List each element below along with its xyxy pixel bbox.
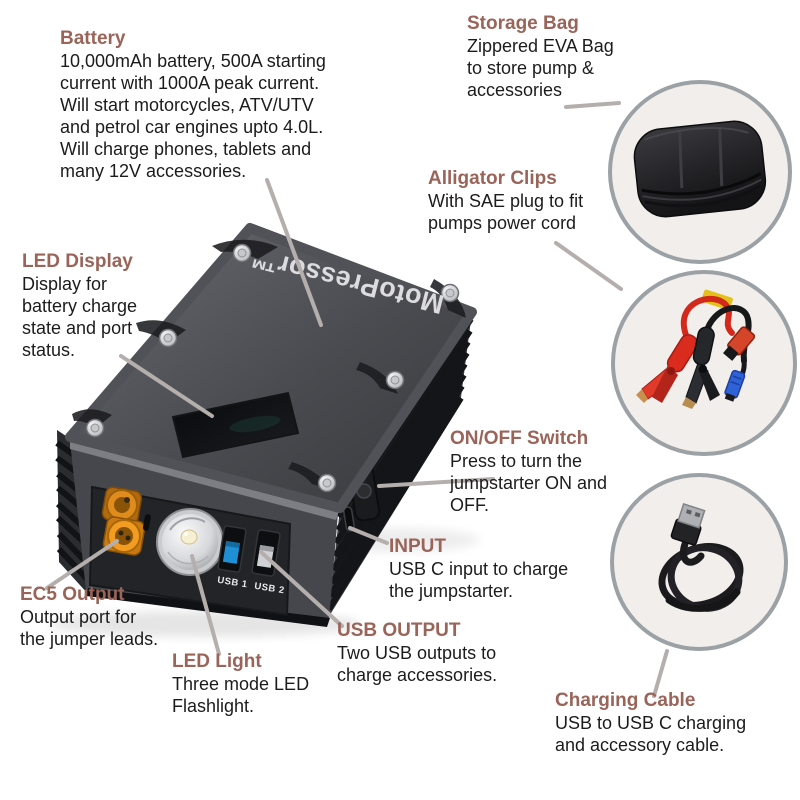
storage-bag-annotation: Storage Bag Zippered EVA Bag to store pu… <box>467 12 614 101</box>
led-display-window <box>171 391 300 459</box>
annotation-line: USB to USB C charging <box>555 713 747 733</box>
led-display-annotation: LED Display Display for battery charge s… <box>22 250 137 361</box>
annotation-title: Battery <box>60 28 126 49</box>
annotation-line: Will start motorcycles, ATV/UTV <box>60 95 314 115</box>
right-side-fins <box>326 312 474 618</box>
alligator-clips-image <box>636 289 756 409</box>
annotation-line: Three mode LED <box>172 674 310 694</box>
alligator-clips-leader-line <box>554 241 623 291</box>
screw-icons <box>85 243 460 493</box>
usb1-label: USB 1 <box>216 575 248 591</box>
annotation-line: battery charge <box>22 296 138 316</box>
annotation-line: the jumper leads. <box>20 629 159 649</box>
alligator-clips-annotation: Alligator Clips With SAE plug to fit pum… <box>428 167 583 234</box>
annotation-line: With SAE plug to fit <box>428 191 584 211</box>
alligator-clips-photo <box>611 270 797 456</box>
annotation-line: USB C input to charge <box>389 559 569 579</box>
annotation-title: ON/OFF Switch <box>450 428 589 449</box>
led-flashlight <box>156 508 224 576</box>
leader-lines <box>45 101 669 698</box>
annotation-line: many 12V accessories. <box>60 161 247 181</box>
annotation-title: Storage Bag <box>467 13 579 34</box>
annotation-title: INPUT <box>389 536 446 557</box>
usb-a-connector <box>670 502 706 546</box>
red-clamp <box>636 334 698 403</box>
charging-cable-photo <box>610 473 788 651</box>
annotation-line: Will charge phones, tablets and <box>60 139 312 159</box>
usb1-port <box>217 525 247 573</box>
annotation-line: Flashlight. <box>172 696 255 716</box>
annotation-line: Zippered EVA Bag <box>467 36 614 56</box>
annotation-title: Charging Cable <box>555 690 696 711</box>
annotation-line: state and port <box>22 318 133 338</box>
annotation-title: LED Light <box>172 651 262 672</box>
storage-bag-leader-line <box>564 101 621 109</box>
eva-case-image <box>633 120 767 218</box>
usb-output-annotation: USB OUTPUT Two USB outputs to charge acc… <box>337 619 497 686</box>
annotation-line: 10,000mAh battery, 500A starting <box>60 51 326 71</box>
annotation-line: status. <box>22 340 76 360</box>
usb2-label: USB 2 <box>253 581 285 597</box>
charging-cable-leader-line <box>652 649 669 698</box>
input-leader-line <box>348 526 389 545</box>
input-annotation: INPUT USB C input to charge the jumpstar… <box>389 535 568 602</box>
annotation-line: Display for <box>22 274 108 294</box>
annotation-line: Press to turn the <box>450 451 583 471</box>
device-top-face <box>65 223 477 513</box>
usb-c-input-port <box>342 506 356 532</box>
battery-annotation: Battery 10,000mAh battery, 500A starting… <box>60 27 326 182</box>
annotation-line: Two USB outputs to <box>337 643 497 663</box>
usb-output-leader-line <box>259 550 344 628</box>
annotation-title: USB OUTPUT <box>337 620 461 641</box>
annotation-line: OFF. <box>450 495 489 515</box>
sae-adapter <box>723 326 756 361</box>
annotation-line: pumps power cord <box>428 213 577 233</box>
annotation-title: EC5 Output <box>20 584 125 605</box>
annotation-line: charge accessories. <box>337 665 498 685</box>
annotation-line: the jumpstarter. <box>389 581 514 601</box>
led-display-leader-line <box>119 354 214 418</box>
battery-leader-line <box>265 178 323 327</box>
annotation-line: jumpstarter ON and <box>450 473 608 493</box>
ec5-output-annotation: EC5 Output Output port for the jumper le… <box>20 583 158 650</box>
ec5-leader-line <box>45 539 119 590</box>
black-clamp <box>682 326 720 409</box>
annotation-line: to store pump & <box>467 58 595 78</box>
usb-cable-image <box>658 502 744 612</box>
annotation-line: Output port for <box>20 607 137 627</box>
storage-bag-photo <box>608 80 792 264</box>
annotation-line: and petrol car engines upto 4.0L. <box>60 117 324 137</box>
annotation-title: LED Display <box>22 251 133 272</box>
annotation-line: current with 1000A peak current. <box>60 73 320 93</box>
on-off-switch-annotation: ON/OFF Switch Press to turn the jumpstar… <box>450 427 607 516</box>
blue-connector <box>724 369 746 402</box>
annotation-line: and accessory cable. <box>555 735 725 755</box>
led-light-leader-line <box>190 554 221 656</box>
on-off-leader-line <box>377 477 495 488</box>
charging-cable-annotation: Charging Cable USB to USB C charging and… <box>555 689 746 756</box>
led-light-annotation: LED Light Three mode LED Flashlight. <box>172 650 309 717</box>
annotation-line: accessories <box>467 80 563 100</box>
annotation-title: Alligator Clips <box>428 168 557 189</box>
panel-slot <box>142 514 151 531</box>
